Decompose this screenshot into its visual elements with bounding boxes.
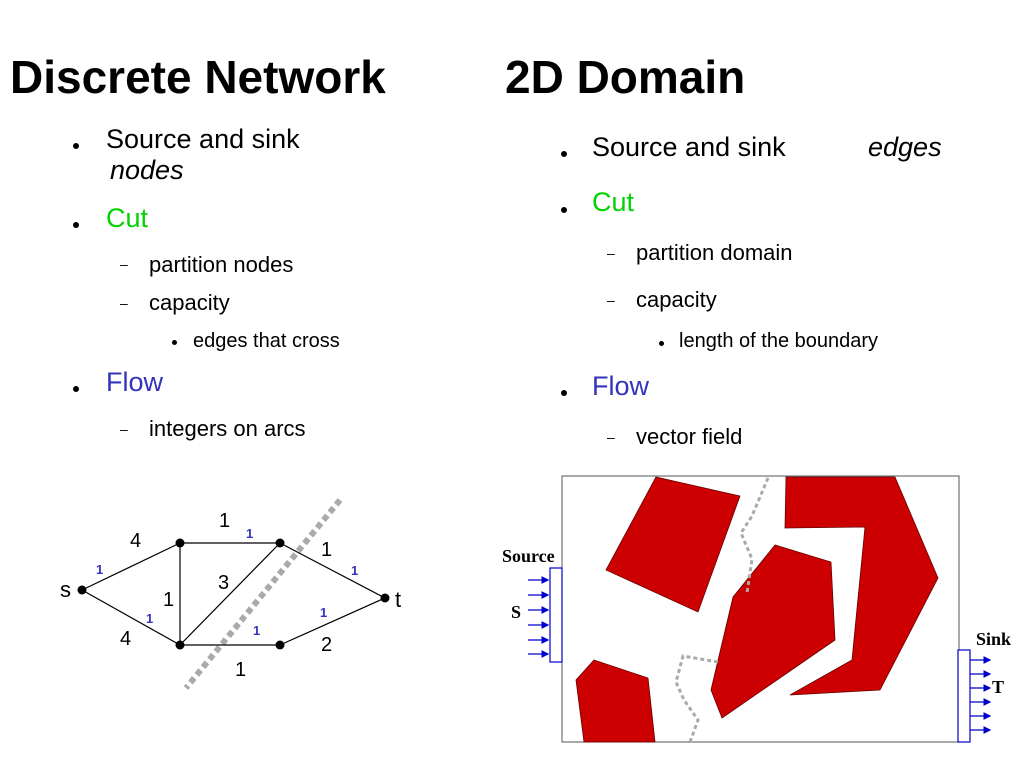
source-letter: S (511, 602, 521, 622)
bullet-dot (561, 151, 567, 157)
sink-bar (957, 649, 971, 743)
capacity-label: 1 (235, 659, 246, 681)
left-cut-sub-capacity: capacity (149, 290, 230, 315)
capacity-label: 4 (120, 628, 131, 650)
left-item-source-sink-em: nodes (110, 155, 184, 185)
flow-label: 1 (96, 562, 103, 577)
bullet-dot (561, 207, 567, 213)
node-b (175, 640, 185, 650)
cut-line (183, 498, 343, 690)
right-capacity-detail: length of the boundary (679, 330, 879, 352)
flow-label: 1 (146, 611, 153, 626)
obstacle-shape (575, 659, 656, 743)
capacity-label: 1 (321, 539, 332, 561)
edge-d-t (279, 597, 386, 646)
dash-marker: – (120, 421, 128, 437)
bullet-dot (659, 341, 664, 346)
obstacle-shape (710, 544, 836, 719)
flow-label: 1 (320, 605, 327, 620)
left-item-source-sink: Source and sink (106, 124, 300, 154)
flow-label: 1 (253, 623, 260, 638)
bullet-dot (73, 386, 79, 392)
node-s (77, 585, 87, 595)
right-item-source-sink-em: edges (868, 132, 942, 162)
obstacle-shape (784, 476, 939, 696)
dash-marker: – (607, 429, 615, 445)
source-node-label: s (60, 577, 71, 602)
bullet-dot (172, 340, 177, 345)
left-title: Discrete Network (10, 51, 386, 103)
bullet-dot (73, 222, 79, 228)
dash-marker: – (120, 295, 128, 311)
dash-marker: – (120, 256, 128, 272)
sink-title: Sink (976, 629, 1011, 649)
sink-letter: T (992, 677, 1004, 697)
node-a (175, 538, 185, 548)
node-d (275, 640, 285, 650)
right-item-source-sink: Source and sink (592, 132, 786, 162)
capacity-label: 4 (130, 530, 141, 552)
edge-b-c (179, 542, 281, 646)
capacity-label: 1 (163, 589, 174, 611)
edge-s-a (81, 542, 181, 591)
right-item-cut: Cut (592, 187, 635, 217)
left-item-flow: Flow (106, 367, 164, 397)
right-cut-sub-partition: partition domain (636, 240, 793, 265)
capacity-label: 1 (219, 510, 230, 532)
node-t (380, 593, 390, 603)
dash-marker: – (607, 292, 615, 308)
flow-label: 1 (351, 563, 358, 578)
left-cut-sub-partition: partition nodes (149, 252, 294, 277)
bullet-dot (561, 390, 567, 396)
left-flow-sub-integers: integers on arcs (149, 416, 306, 441)
bullet-dot (73, 143, 79, 149)
right-item-flow: Flow (592, 371, 650, 401)
capacity-label: 3 (218, 572, 229, 594)
source-title: Source (502, 546, 555, 566)
capacity-label: 2 (321, 634, 332, 656)
flow-label: 1 (246, 526, 253, 541)
domain-cut-path (739, 477, 770, 594)
edge-c-t (279, 542, 386, 599)
node-c (275, 538, 285, 548)
left-capacity-detail: edges that cross (193, 330, 340, 352)
edge-s-b (81, 589, 181, 646)
domain-cut-path (674, 654, 719, 743)
left-item-cut: Cut (106, 203, 149, 233)
source-bar (549, 567, 563, 663)
right-flow-sub-vector: vector field (636, 424, 743, 449)
dash-marker: – (607, 245, 615, 261)
right-title: 2D Domain (505, 51, 746, 103)
right-cut-sub-capacity: capacity (636, 287, 717, 312)
obstacle-shape (605, 476, 741, 613)
sink-node-label: t (395, 587, 401, 612)
